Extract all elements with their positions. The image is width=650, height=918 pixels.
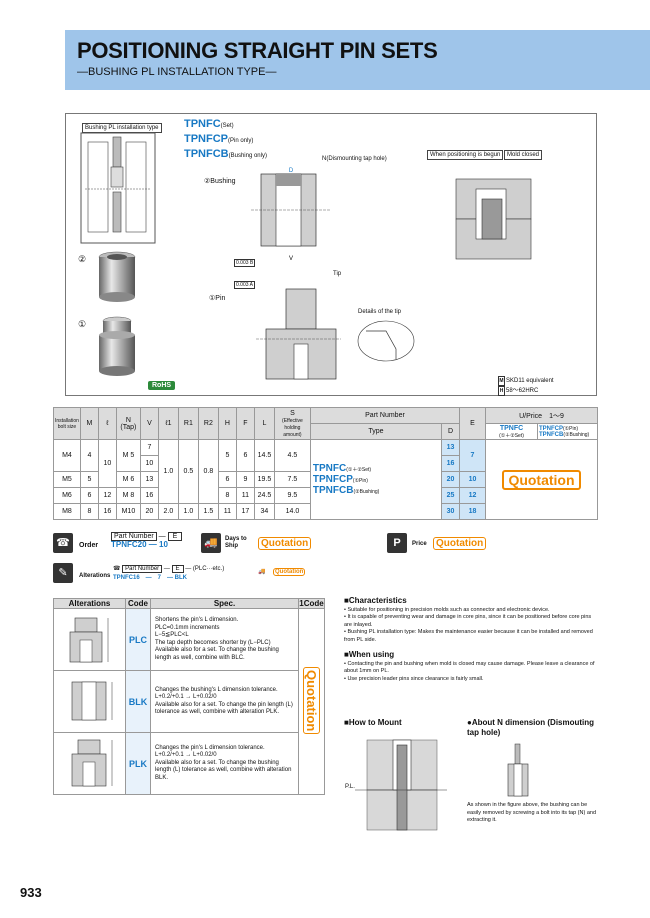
svg-text:D: D [289, 168, 294, 174]
days-quotation: Quotation [258, 537, 312, 550]
alterations-icon: ✎ [53, 563, 73, 583]
n-label: N(Dismounting tap hole) [322, 156, 387, 162]
svg-text:V: V [289, 256, 293, 262]
positioning-drawing [455, 178, 532, 260]
marker-pin: ① [78, 319, 87, 329]
pin-label: ①Pin [209, 295, 226, 302]
tolerance-a: 0.003 A [234, 281, 255, 289]
days-label: Days to Ship [225, 536, 247, 549]
install-diagram [80, 132, 156, 244]
plc-figure [53, 608, 126, 671]
about-n-title: ●About N dimension (Dismouting tap hole) [467, 718, 595, 737]
info-column: ■Characteristics • Suitable for position… [344, 597, 600, 683]
page-number: 933 [20, 885, 42, 900]
alterations-quotation: Quotation [273, 568, 306, 576]
characteristics-title: ■Characteristics [344, 596, 407, 605]
page-subtitle: —BUSHING PL INSTALLATION TYPE— [77, 66, 277, 78]
spec-table: Installation bolt size M ℓ N (Tap) V ℓ1 … [53, 407, 598, 520]
dismount-diagram [507, 743, 529, 797]
positioning-begun-label: When positioning is begun [427, 150, 504, 160]
order-row: ☎ Order Part Number — E TPNFC20 — 10 🚚 D… [53, 532, 598, 555]
table-row: PLK Changes the pin's L dimension tolera… [53, 732, 325, 795]
bushing-label: ②Bushing [204, 178, 236, 185]
plk-figure [53, 732, 126, 795]
blk-figure [53, 670, 126, 733]
marker-bushing: ② [78, 254, 87, 264]
bushing-drawing: D V [251, 168, 331, 262]
about-n-text: As shown in the figure above, the bushin… [467, 802, 597, 823]
table-row: BLK Changes the bushing's L dimension to… [53, 670, 325, 733]
product-code: TPNFCB [184, 148, 229, 160]
mount-diagram [355, 739, 447, 831]
price-cell: Quotation [485, 439, 598, 520]
price-label: Price [412, 541, 427, 547]
when-using-title: ■When using [344, 650, 395, 659]
product-code: TPNFCP [184, 133, 228, 145]
tolerance-b: 0.003 B [234, 259, 256, 267]
truck-icon: 🚚 [201, 533, 221, 553]
pl-label: P.L. [345, 784, 355, 790]
tip-detail-drawing [357, 320, 415, 362]
price-quotation: Quotation [433, 537, 487, 550]
order-example: Part Number — E TPNFC20 — 10 [111, 532, 183, 549]
table-row: PLC Shortens the pin's L dimension. PLC=… [53, 608, 325, 795]
tip-label: Tip [333, 271, 342, 277]
phone-icon: ☎ [113, 566, 121, 572]
order-label: Order [79, 542, 99, 549]
price-icon: P [387, 533, 407, 553]
alterations-table: Alterations Code Spec. 1Code PLC Shorten… [53, 598, 325, 795]
how-to-mount-title: ■How to Mount [344, 718, 402, 727]
product-codes: TPNFC(Set) TPNFCP(Pin only) TPNFCB(Bushi… [184, 118, 267, 160]
table-row: M4 4 10 M 5 7 1.0 0.5 0.8 5 6 14.5 4.5 T… [53, 439, 598, 520]
rohs-badge: RoHS [148, 381, 176, 390]
tip-details-label: Details of the tip [358, 309, 402, 315]
page-title: POSITIONING STRAIGHT PIN SETS [77, 38, 438, 63]
phone-icon: ☎ [53, 533, 73, 553]
product-code: TPNFC [184, 118, 221, 130]
table-row: M8 8 16 M10 20 2.0 1.0 1.5 11 17 34 14.0… [53, 503, 598, 520]
onecode-quotation: Quotation [303, 666, 320, 735]
product-photo [98, 251, 136, 376]
pin-drawing [256, 288, 341, 380]
type-cell: TPNFC(①＋②Set) TPNFCP(①Pin) TPNFCB(②Bushi… [309, 439, 443, 520]
onecode-cell: Quotation [298, 608, 325, 795]
truck-icon: 🚚 [258, 569, 266, 575]
mold-closed-label: Mold closed [504, 150, 543, 160]
page-header: POSITIONING STRAIGHT PIN SETS —BUSHING P… [65, 30, 650, 90]
product-figure: Bushing PL installation type ② ① RoHS TP… [65, 113, 597, 396]
table-row: M5 5 M 6 13 6 9 19.5 7.5 20 10 [53, 471, 598, 488]
table-row: 10 16 [54, 455, 598, 472]
